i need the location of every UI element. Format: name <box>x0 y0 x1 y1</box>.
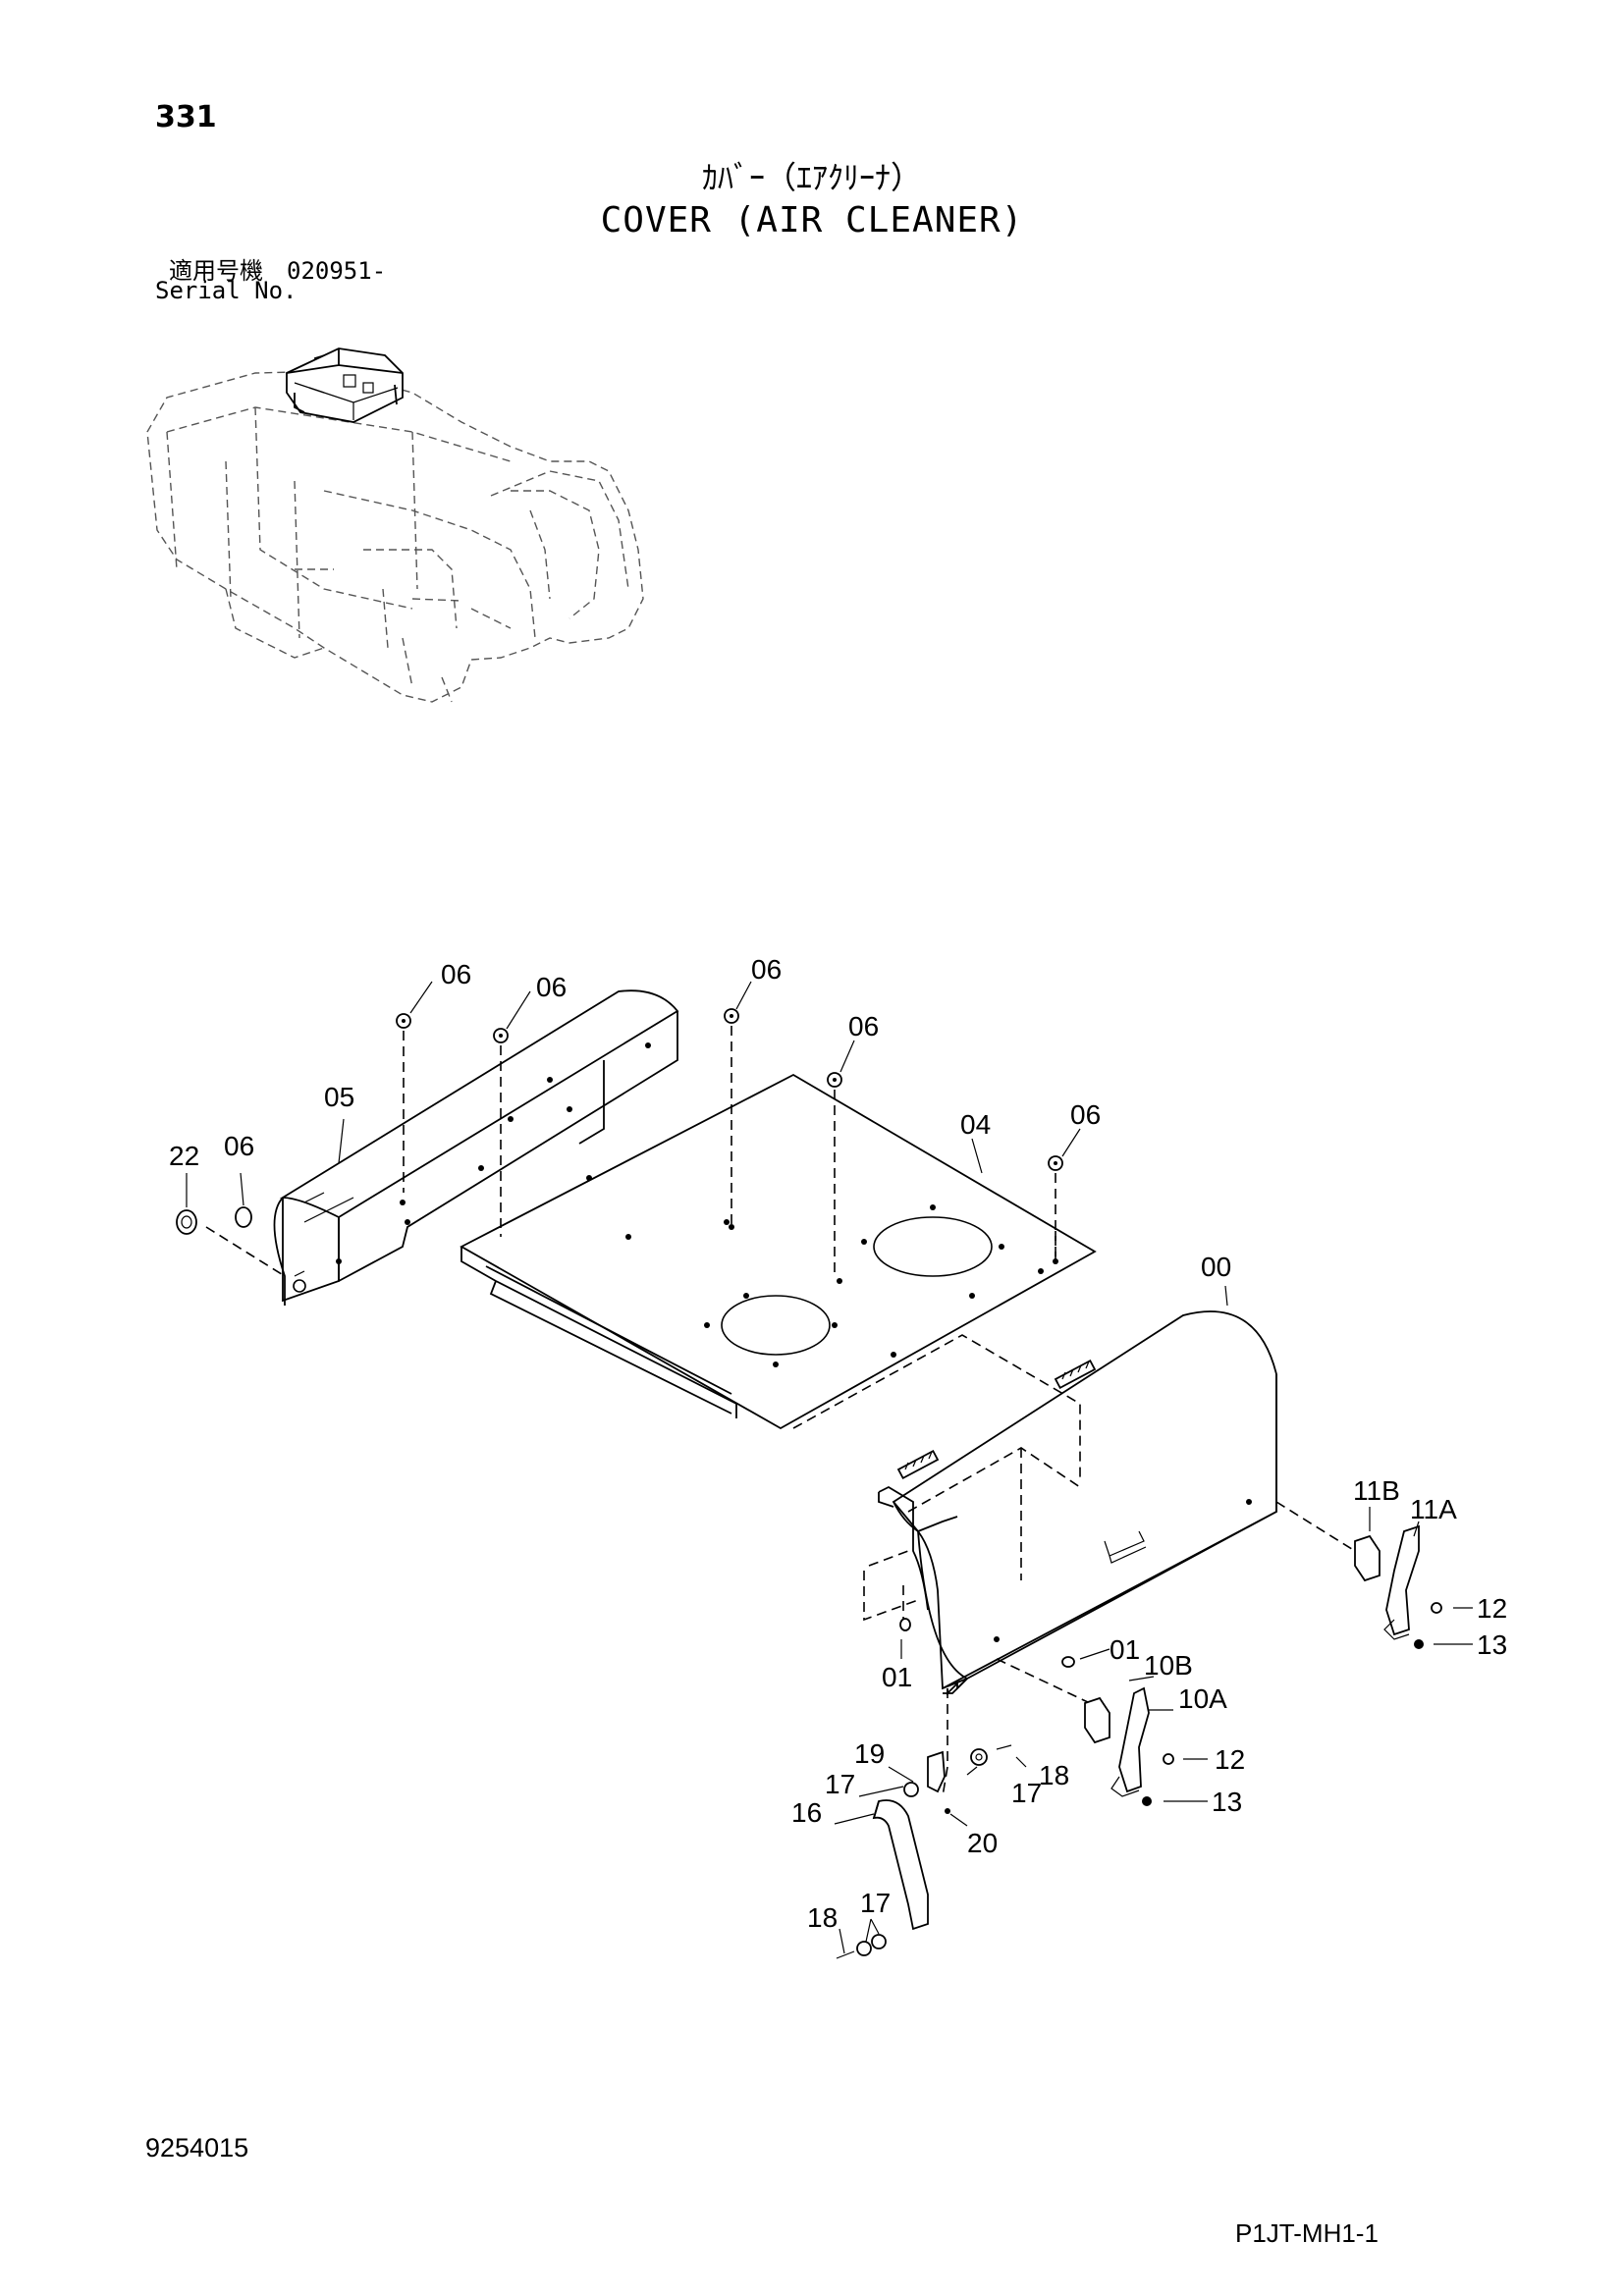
callout-10B: 10B <box>1144 1650 1193 1681</box>
title-english: COVER (AIR CLEANER) <box>600 200 1024 240</box>
callout-01: 01 <box>882 1662 912 1692</box>
callout-05: 05 <box>324 1082 354 1112</box>
sheet-code: P1JT-MH1-1 <box>1235 2218 1379 2248</box>
callout-04: 04 <box>960 1109 991 1140</box>
nut-22 <box>176 1209 197 1235</box>
callout-labels: 06 06 06 06 06 06 22 05 04 00 11B 11A 12… <box>169 954 1507 1933</box>
machine-overview-thumbnail <box>146 347 644 703</box>
callout-06: 06 <box>441 959 471 989</box>
handle-assembly <box>836 1618 1012 1959</box>
callout-17: 17 <box>860 1888 891 1918</box>
bolt-01-right <box>1061 1656 1075 1668</box>
callout-11B: 11B <box>1353 1475 1400 1506</box>
callout-20: 20 <box>967 1828 998 1858</box>
callout-12: 12 <box>1477 1593 1507 1624</box>
callout-06: 06 <box>536 972 567 1002</box>
callout-13: 13 <box>1477 1629 1507 1660</box>
title-japanese: ｶﾊﾞｰ（ｴｱｸﾘｰﾅ） <box>701 159 922 196</box>
callout-12: 12 <box>1215 1744 1245 1775</box>
callout-17: 17 <box>1011 1778 1042 1808</box>
callout-01: 01 <box>1110 1634 1140 1665</box>
part-00-main-cover <box>878 1310 1277 1696</box>
callout-06: 06 <box>848 1011 879 1041</box>
bolt-06-1 <box>396 1013 411 1029</box>
document-number: 9254015 <box>145 2133 249 2163</box>
leader-lines <box>186 981 1473 1954</box>
callout-00: 00 <box>1201 1252 1231 1282</box>
callout-06: 06 <box>751 954 782 985</box>
callout-10A: 10A <box>1178 1683 1227 1714</box>
callout-22: 22 <box>169 1141 199 1171</box>
bolt-06-6 <box>235 1206 252 1228</box>
bolt-01-left <box>899 1618 911 1631</box>
callout-18: 18 <box>1039 1760 1069 1790</box>
callout-06: 06 <box>1070 1099 1101 1130</box>
bolt-06-3 <box>724 1008 739 1024</box>
callout-19: 19 <box>854 1738 885 1769</box>
callout-17: 17 <box>825 1769 855 1799</box>
callout-11A: 11A <box>1410 1494 1457 1524</box>
serial-label-japanese: 適用号機 020951- <box>169 257 387 285</box>
callout-16: 16 <box>791 1797 822 1828</box>
fasteners-06 <box>176 1008 1063 1261</box>
latch-10-assembly <box>1061 1656 1174 1806</box>
hidden-lines <box>205 1026 1356 1797</box>
bolt-06-2 <box>493 1028 509 1043</box>
bolt-06-5 <box>1048 1155 1063 1171</box>
callout-18: 18 <box>807 1902 838 1933</box>
latch-11-assembly <box>1354 1524 1442 1649</box>
hinge-upper <box>1054 1359 1097 1390</box>
part-04-top-plate <box>460 1073 1097 1430</box>
serial-label-english: Serial No. <box>155 277 298 304</box>
page-number: 331 <box>155 100 217 134</box>
part-05-side-cover <box>273 989 679 1306</box>
bolt-06-4 <box>827 1072 842 1088</box>
callout-06: 06 <box>224 1131 254 1161</box>
callout-13: 13 <box>1212 1787 1242 1817</box>
hinge-lower <box>896 1449 940 1480</box>
